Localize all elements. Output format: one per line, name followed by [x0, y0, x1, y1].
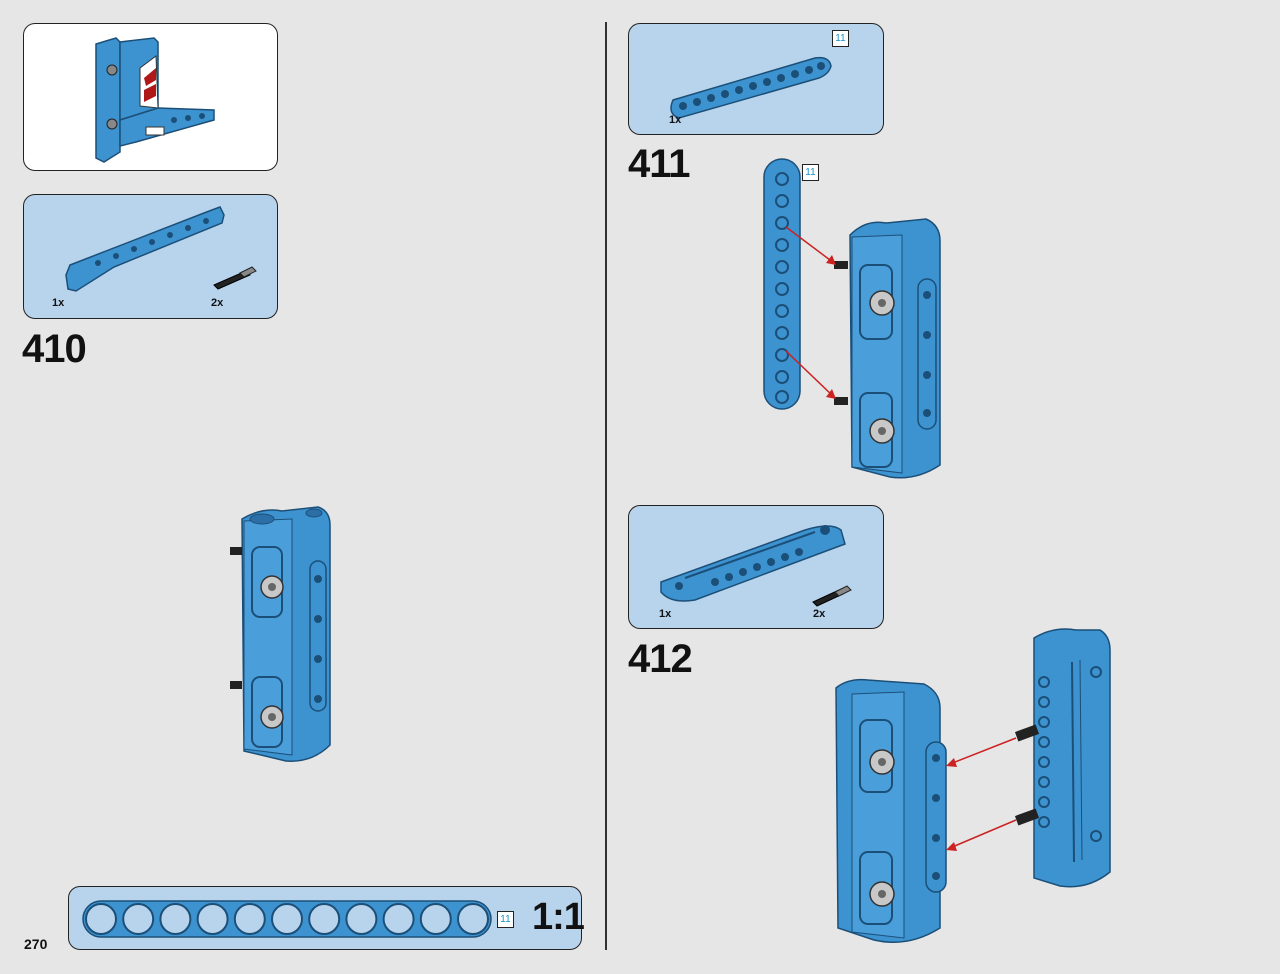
step-number-411: 411: [628, 142, 691, 186]
scale-label: 1:1: [532, 896, 585, 938]
length-badge-callout-411: 11: [832, 30, 849, 47]
ruler-hole: [382, 903, 415, 935]
ruler-hole: [196, 903, 229, 935]
ruler-hole: [159, 903, 192, 935]
axle-pin-icon: [213, 266, 257, 290]
scale-ruler-box: 11: [68, 886, 582, 950]
part-qty-angled-beam: 1x: [52, 297, 65, 309]
ruler-hole: [308, 903, 341, 935]
step-number-412: 412: [628, 637, 693, 681]
ruler-hole: [419, 903, 452, 935]
ruler-hole: [271, 903, 303, 935]
angled-beam-icon: [65, 206, 225, 292]
page-divider: [605, 22, 607, 950]
frame-preview-icon: [95, 37, 215, 163]
parts-callout-410: 1x 2x: [23, 194, 278, 319]
beam-11-icon: [670, 56, 832, 119]
wide-panel-beam-icon: [660, 525, 846, 602]
page-number: 270: [24, 936, 48, 952]
part-qty-axle-pin: 2x: [211, 297, 224, 309]
parts-callout-412: 1x 2x: [628, 505, 884, 629]
assembly-411-icon: [763, 158, 941, 479]
preview-box: [23, 23, 278, 171]
length-badge-step-411: 11: [802, 164, 819, 181]
ruler-hole: [233, 903, 266, 935]
ruler-hole: [457, 903, 489, 935]
parts-callout-411: 11 1x: [628, 23, 884, 135]
part-qty-axle-pin-412: 2x: [813, 608, 826, 620]
step-number-410: 410: [22, 327, 87, 371]
part-qty-wide-panel-beam: 1x: [659, 608, 672, 620]
length-badge-ruler: 11: [497, 911, 514, 928]
part-qty-beam-11: 1x: [669, 114, 682, 126]
assembly-410-icon: [230, 506, 331, 762]
ruler-hole: [85, 903, 117, 935]
ruler-hole: [345, 903, 378, 935]
axle-pin-icon-412: [812, 585, 852, 607]
beam-11-scale-icon: [82, 900, 492, 938]
assembly-412-icon: [835, 628, 1111, 943]
ruler-hole: [122, 903, 155, 935]
